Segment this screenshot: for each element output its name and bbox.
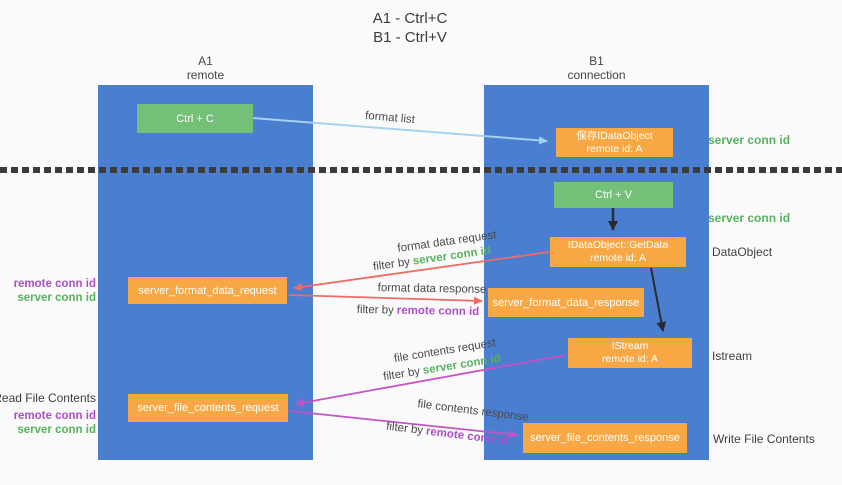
label-server-conn-id: server conn id (17, 292, 96, 304)
node-save-idataobject-line1: 保存IDataObject (576, 129, 653, 142)
label-read-file-contents: Read File Contents (0, 391, 96, 405)
column-a1-name: A1 (198, 54, 213, 68)
title-line-2: B1 - Ctrl+V (373, 29, 447, 46)
label-format-data-response: format data response (377, 282, 487, 296)
node-ctrl-c-label: Ctrl + C (176, 112, 214, 125)
label-remote-conn-id: remote conn id (13, 278, 96, 290)
node-ctrl-v: Ctrl + V (554, 182, 673, 208)
label-server-conn-id-mid: server conn id (708, 211, 791, 225)
label-dataobject: DataObject (712, 245, 773, 259)
node-server-file-contents-request: server_file_contents_request (128, 394, 288, 422)
filter-prefix: filter by (372, 256, 411, 274)
node-server-file-contents-response: server_file_contents_response (523, 423, 687, 453)
column-b1-subtitle: connection (567, 68, 626, 82)
node-getdata-line2: remote id: A (589, 252, 647, 264)
left-label-group-format: remote conn id server conn id (14, 277, 96, 305)
dotted-separator-line (0, 167, 842, 173)
node-server-format-data-response: server_format_data_response (488, 288, 644, 317)
column-a1-subtitle: remote (186, 68, 225, 82)
node-save-idataobject-line2: remote id: A (586, 142, 643, 155)
node-idataobject-getdata: IDataObject::GetData remote id: A (550, 237, 686, 267)
node-ctrl-c: Ctrl + C (137, 104, 253, 133)
label-server-conn-id-top: server conn id (708, 133, 791, 147)
label-server-conn-id: server conn id (17, 424, 96, 436)
node-format-request-label: server_format_data_request (138, 284, 277, 297)
left-label-group-file: Read File Contents remote conn id server… (0, 391, 96, 437)
node-istream-line1: IStream (611, 340, 649, 352)
label-format-list: format list (364, 109, 416, 127)
node-server-format-data-request: server_format_data_request (128, 277, 287, 304)
label-remote-conn-id: remote conn id (13, 410, 96, 422)
filter-prefix: filter by (385, 420, 424, 438)
node-istream: IStream remote id: A (568, 338, 692, 368)
node-istream-line2: remote id: A (601, 353, 659, 365)
label-istream: Istream (712, 349, 753, 363)
column-b1-name: B1 (589, 54, 604, 68)
node-file-request-label: server_file_contents_request (137, 402, 279, 414)
node-file-response-label: server_file_contents_response (530, 432, 680, 444)
filter-key-remote-conn-id: remote conn id (396, 304, 480, 319)
node-ctrl-v-label: Ctrl + V (595, 189, 632, 201)
title-line-1: A1 - Ctrl+C (372, 10, 448, 27)
node-format-response-label: server_format_data_response (492, 296, 640, 309)
label-write-file-contents: Write File Contents (713, 432, 815, 446)
column-header-b1: B1 connection (484, 54, 709, 82)
diagram-title: A1 - Ctrl+C B1 - Ctrl+V (285, 9, 535, 47)
node-getdata-line1: IDataObject::GetData (567, 239, 669, 251)
filter-prefix: filter by (356, 303, 394, 317)
column-header-a1: A1 remote (98, 54, 313, 82)
node-save-idataobject: 保存IDataObject remote id: A (556, 128, 673, 157)
arrow-format-data-response (288, 294, 483, 305)
filter-prefix: filter by (382, 365, 421, 384)
